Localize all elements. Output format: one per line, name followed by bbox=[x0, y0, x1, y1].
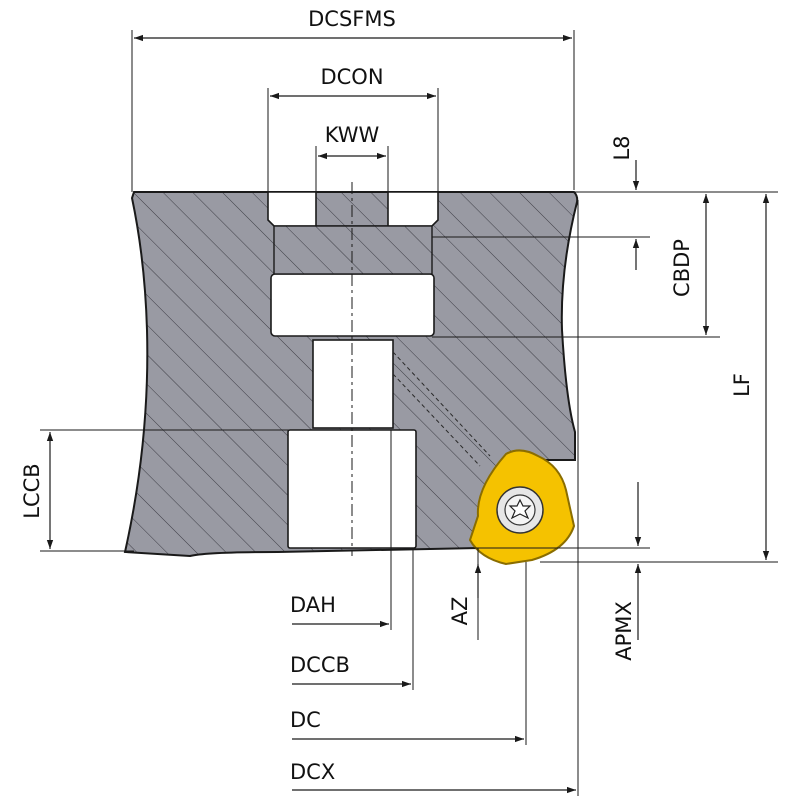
dc-label: DC bbox=[290, 708, 321, 732]
dccb-label: DCCB bbox=[290, 653, 350, 677]
cutting-insert bbox=[468, 449, 576, 566]
bore-step bbox=[273, 225, 433, 275]
dcon-label: DCON bbox=[320, 65, 383, 89]
kww-label: KWW bbox=[325, 123, 380, 147]
dimension-lines bbox=[46, 34, 770, 794]
l8-label: L8 bbox=[610, 135, 634, 160]
dcx-label: DCX bbox=[290, 760, 335, 784]
dah-label: DAH bbox=[290, 593, 336, 617]
az-label: AZ bbox=[448, 597, 472, 626]
coolant-channel bbox=[392, 351, 491, 467]
extension-lines bbox=[40, 30, 778, 796]
lccb-label: LCCB bbox=[20, 463, 44, 518]
torx-screw-icon bbox=[508, 498, 532, 520]
dcsfms-label: DCSFMS bbox=[308, 7, 396, 31]
lf-label: LF bbox=[730, 373, 754, 397]
cbdp-label: CBDP bbox=[670, 239, 694, 297]
apmx-label: APMX bbox=[612, 601, 636, 661]
